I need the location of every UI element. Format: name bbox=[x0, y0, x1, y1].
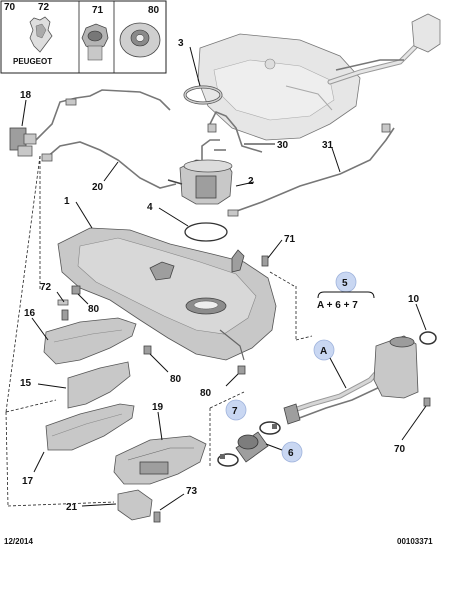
callout-4: 4 bbox=[147, 202, 153, 213]
callout-80b: 80 bbox=[170, 374, 182, 385]
nut-80-a bbox=[71, 285, 81, 295]
footer-ref: 00103371 bbox=[397, 537, 433, 546]
part-A-filler-pipe bbox=[283, 335, 419, 425]
part-15-shield bbox=[67, 361, 131, 409]
part-4-seal bbox=[184, 222, 228, 242]
footer-date: 12/2014 bbox=[4, 537, 33, 546]
part-17-shield bbox=[45, 403, 135, 451]
part-16-shield bbox=[43, 317, 137, 365]
callout-73: 73 bbox=[186, 486, 198, 497]
part-20-fuel-line bbox=[35, 89, 177, 189]
screw-70 bbox=[423, 397, 431, 407]
inset-label-72: 72 bbox=[38, 2, 50, 13]
callout-18: 18 bbox=[20, 90, 32, 101]
kit-formula: A + 6 + 7 bbox=[317, 300, 358, 311]
part-2-fuel-pump-module bbox=[167, 139, 233, 205]
callout-7: 7 bbox=[232, 406, 238, 417]
inset-label-80: 80 bbox=[148, 5, 160, 16]
callout-71: 71 bbox=[284, 234, 296, 245]
kit-legend: 5 A + 6 + 7 bbox=[317, 271, 375, 311]
nut-80-c bbox=[237, 365, 246, 375]
inset-label-71: 71 bbox=[92, 5, 104, 16]
callout-80c: 80 bbox=[200, 388, 212, 399]
part-19-canister bbox=[113, 435, 207, 485]
inset-panel: 70 72 71 80 PEUGEOT bbox=[0, 0, 167, 74]
nut-80-b bbox=[143, 345, 152, 355]
callout-A: A bbox=[320, 346, 327, 357]
part-30-vent-line bbox=[207, 110, 263, 153]
part-31-line bbox=[227, 123, 395, 217]
callout-20: 20 bbox=[92, 182, 104, 193]
callout-21: 21 bbox=[66, 502, 78, 513]
part-3-locking-ring bbox=[183, 85, 223, 105]
part-21-bracket bbox=[117, 489, 153, 521]
callout-10: 10 bbox=[408, 294, 420, 305]
brand-name: PEUGEOT bbox=[13, 57, 52, 66]
callout-16: 16 bbox=[24, 308, 36, 319]
part-10-seal bbox=[419, 331, 437, 345]
screw-73 bbox=[153, 511, 161, 523]
assembly-guides bbox=[5, 155, 313, 507]
callout-80a: 80 bbox=[88, 304, 100, 315]
callout-3: 3 bbox=[178, 38, 184, 49]
callout-1: 1 bbox=[64, 196, 70, 207]
screw-71 bbox=[261, 255, 269, 267]
callout-5: 5 bbox=[342, 278, 348, 289]
nut-icon bbox=[81, 23, 109, 61]
callout-15: 15 bbox=[20, 378, 32, 389]
screw-72 bbox=[57, 299, 69, 321]
tank-overview-drawing bbox=[197, 13, 441, 141]
inset-label-70: 70 bbox=[4, 2, 16, 13]
part-18-connector bbox=[9, 127, 37, 157]
callout-19: 19 bbox=[152, 402, 164, 413]
callout-31: 31 bbox=[322, 140, 334, 151]
callout-17: 17 bbox=[22, 476, 34, 487]
part-6-hose bbox=[235, 431, 269, 463]
callout-2: 2 bbox=[248, 176, 254, 187]
part-1-fuel-tank bbox=[57, 227, 277, 361]
peugeot-lion-logo bbox=[29, 16, 53, 53]
callout-72: 72 bbox=[40, 282, 52, 293]
washer-icon bbox=[119, 22, 161, 58]
callout-30: 30 bbox=[277, 140, 289, 151]
callout-70: 70 bbox=[394, 444, 406, 455]
part-7-clamp bbox=[217, 421, 281, 467]
callout-6: 6 bbox=[288, 448, 294, 459]
